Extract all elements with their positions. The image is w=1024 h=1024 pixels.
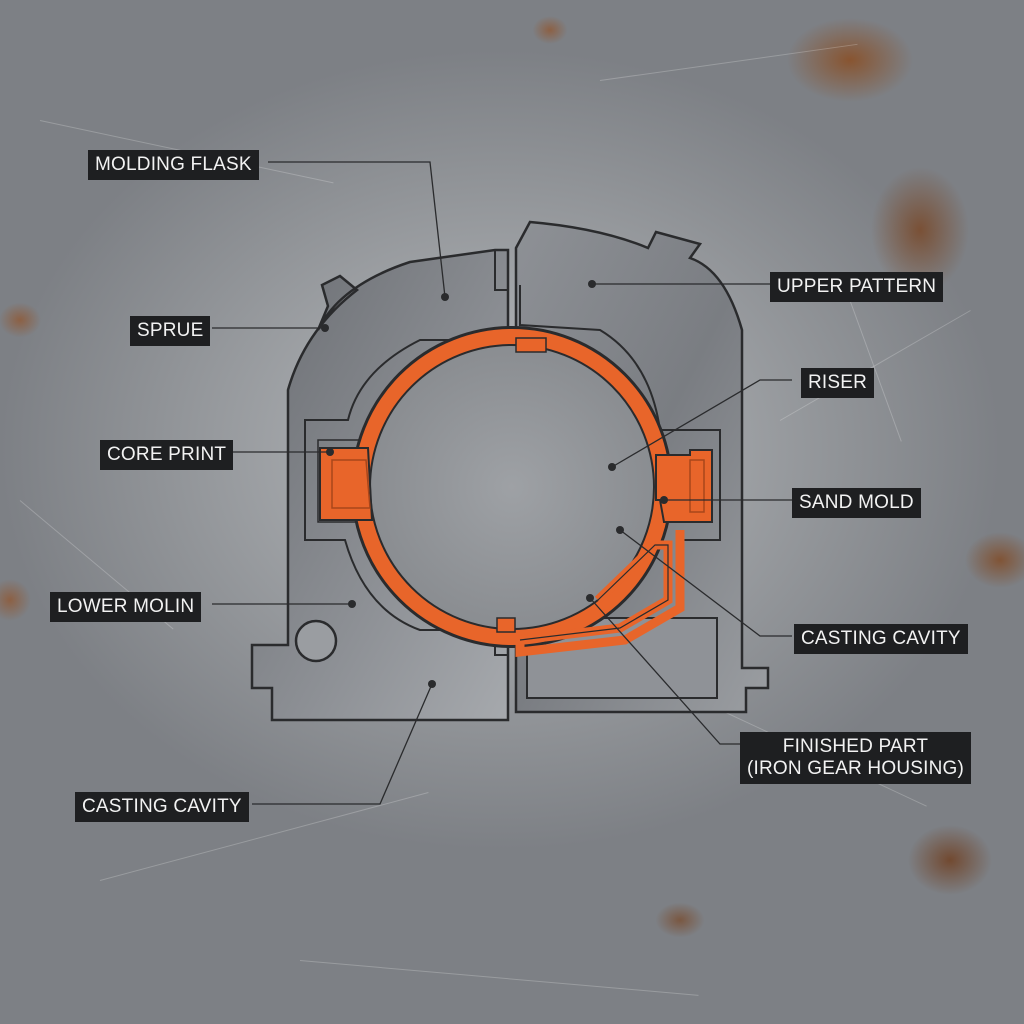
label-sprue: SPRUE <box>130 316 211 346</box>
label-finished-part-line1: FINISHED PART <box>782 736 929 757</box>
riser-block <box>655 449 713 523</box>
label-sand-mold: SAND MOLD <box>792 488 921 518</box>
label-casting-cavity-left: CASTING CAVITY <box>75 792 249 822</box>
core-print <box>319 447 374 521</box>
vent-hole <box>294 619 338 663</box>
label-riser: RISER <box>801 368 875 398</box>
label-finished-part: FINISHED PART (IRON GEAR HOUSING) <box>740 732 972 784</box>
label-core-print: CORE PRINT <box>100 440 234 470</box>
label-casting-cavity-right: CASTING CAVITY <box>794 624 968 654</box>
label-finished-part-line2: (IRON GEAR HOUSING) <box>747 758 965 779</box>
label-upper-pattern: UPPER PATTERN <box>770 272 944 302</box>
label-molding-flask: MOLDING FLASK <box>88 150 259 180</box>
label-lower-molin: LOWER MOLIN <box>50 592 202 622</box>
